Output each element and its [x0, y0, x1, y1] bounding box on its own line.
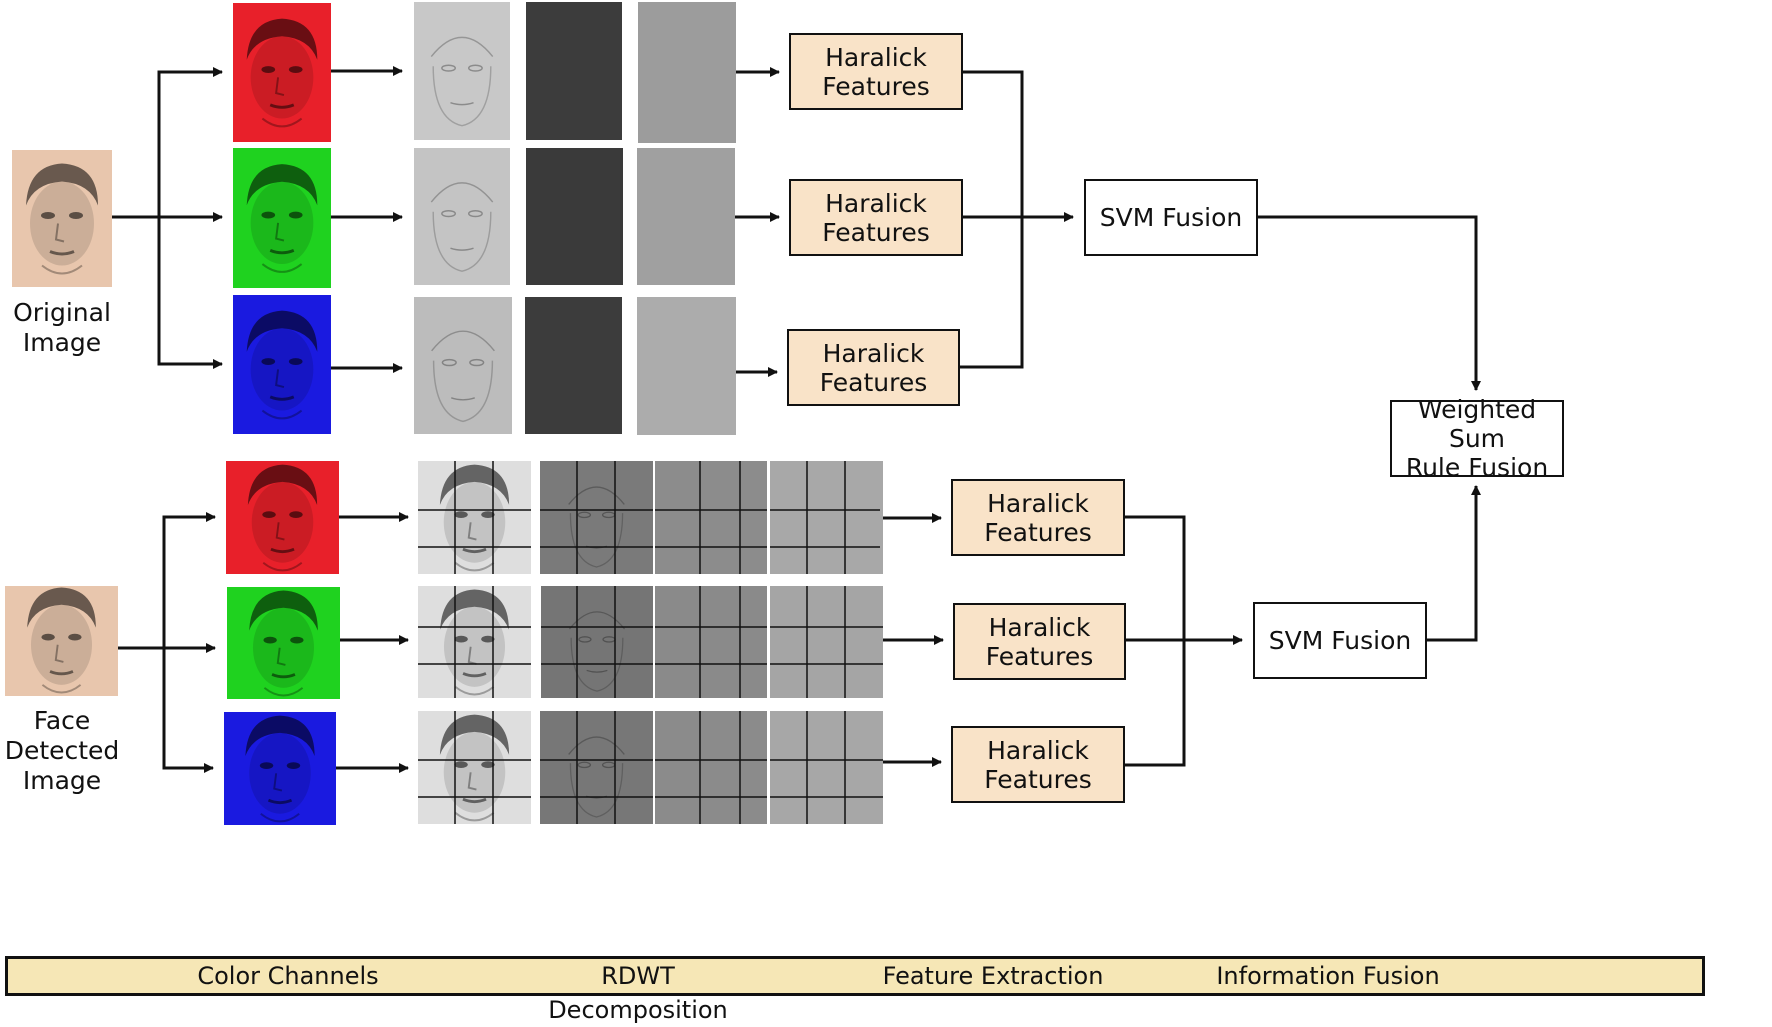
haralick-line-1: Haralick: [825, 42, 927, 72]
haralick-line-2: Features: [984, 517, 1092, 547]
haralick-line-1: Haralick: [987, 488, 1089, 518]
haralick-line-2: Features: [822, 71, 930, 101]
top-haralick-features-box-3: Haralick Features: [787, 329, 960, 406]
top-haralick-features-box-1: Haralick Features: [789, 33, 963, 110]
bottom-rdwt-grid-lines: [418, 461, 883, 824]
stage-label-feature-extraction: Feature Extraction: [882, 962, 1104, 990]
stage-label-rdwt-decomposition: RDWT Decomposition: [548, 962, 728, 1024]
haralick-line-2: Features: [819, 367, 928, 397]
original-image-label-line-2: Image: [22, 328, 102, 357]
top-green-channel-image: [233, 148, 331, 288]
bottom-haralick-features-box-3: Haralick Features: [951, 726, 1125, 803]
top-haralick-features-box-2: Haralick Features: [789, 179, 963, 256]
weighted-sum-line-2: Rule Fusion: [1405, 453, 1549, 482]
top-rdwt-subbands-blue: [414, 297, 736, 435]
weighted-sum-line-1: Weighted Sum: [1417, 395, 1537, 453]
connectors: [112, 66, 1481, 773]
haralick-line-1: Haralick: [822, 338, 925, 368]
haralick-line-2: Features: [985, 641, 1094, 671]
top-rdwt-subbands-red: [414, 2, 736, 143]
bottom-red-channel-image: [226, 461, 339, 574]
haralick-line-1: Haralick: [825, 188, 927, 218]
bottom-rdwt-subbands-blue: [418, 711, 883, 824]
bottom-svm-fusion-box: SVM Fusion: [1253, 602, 1427, 679]
stage-legend-bar: Color Channels RDWT Decomposition Featur…: [5, 956, 1705, 1024]
face-detected-label-line-2: Detected: [4, 736, 120, 765]
top-rdwt-subbands-green: [414, 148, 735, 285]
top-blue-channel-image: [233, 295, 331, 434]
bottom-haralick-features-box-2: Haralick Features: [953, 603, 1126, 680]
face-detected-image-label: Face Detected Image: [2, 706, 122, 796]
bottom-rdwt-subbands-green: [418, 586, 883, 698]
top-svm-fusion-box: SVM Fusion: [1084, 179, 1258, 256]
bottom-blue-channel-image: [224, 712, 336, 825]
stage-label-color-channels: Color Channels: [197, 962, 379, 990]
original-image-label-line-1: Original: [13, 298, 111, 327]
haralick-line-1: Haralick: [987, 735, 1089, 765]
face-detected-label-line-3: Image: [22, 766, 102, 795]
bottom-haralick-features-box-1: Haralick Features: [951, 479, 1125, 556]
weighted-sum-rule-fusion-box: Weighted Sum Rule Fusion: [1390, 395, 1564, 482]
pipeline-diagram: [5, 2, 1481, 825]
bottom-green-channel-image: [227, 587, 340, 699]
original-image: [12, 150, 112, 287]
svm-fusion-label: SVM Fusion: [1099, 203, 1243, 232]
haralick-line-2: Features: [822, 217, 930, 247]
face-detected-label-line-1: Face: [33, 706, 91, 735]
original-image-label: Original Image: [2, 298, 122, 358]
haralick-line-2: Features: [984, 764, 1092, 794]
top-red-channel-image: [233, 3, 331, 142]
svm-fusion-label: SVM Fusion: [1268, 626, 1412, 655]
face-detected-image: [5, 585, 118, 696]
stage-label-information-fusion: Information Fusion: [1216, 962, 1440, 990]
haralick-line-1: Haralick: [988, 612, 1091, 642]
bottom-rdwt-subbands-red: [418, 461, 883, 574]
